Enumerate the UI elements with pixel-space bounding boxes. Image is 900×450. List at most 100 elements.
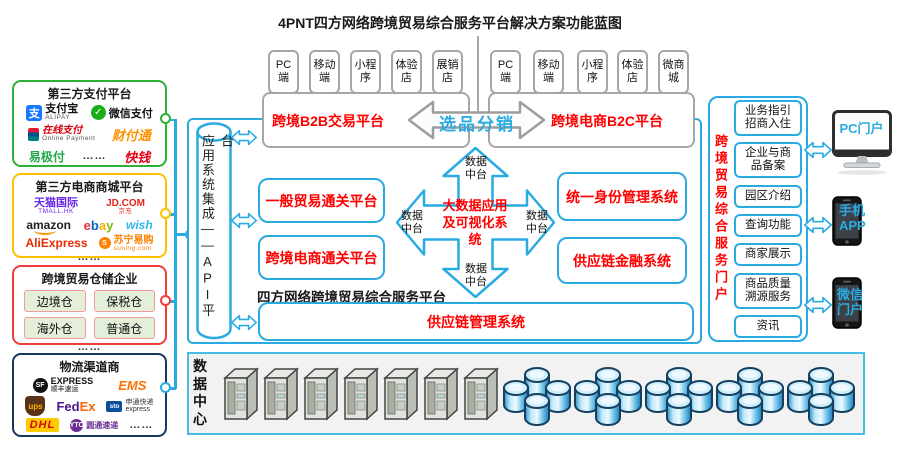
mobile-app-label: 手机APP [839,203,866,233]
general-trade-customs-box: 一般贸易通关平台 [258,178,385,223]
unified-identity-system-box: 统一身份管理系统 [557,172,687,221]
ellipsis: …… [129,419,154,432]
ecommerce-node-icon [160,208,171,219]
server-icon [264,368,298,420]
yto-logo: YTO 圆通速递 [69,418,119,432]
server-icon [384,368,418,420]
portal-item-enterprise-filing: 企业与商品备案 [734,142,802,179]
payment-node-icon [160,113,171,124]
double-arrow-icon [804,216,832,234]
b2c-platform-label: 跨境电商B2C平台 [551,113,664,129]
supplychain-management-system-box: 供应链管理系统 [258,302,694,341]
connector-stub [168,213,176,216]
database-cluster-icon [574,367,642,426]
database-cluster-icon [503,367,571,426]
platform-name-label: 四方网络跨境贸易综合服务平台 [257,290,446,305]
warehouse-node-icon [160,295,171,306]
tab-b2b-exhibition-store: 展销店 [432,50,463,94]
data-middle-platform-label: 数据中台 [465,263,487,288]
sf-icon: SF [32,378,48,394]
pc-monitor-icon [832,110,892,175]
portal-item-quality-trace: 商品质量溯源服务 [734,272,802,309]
tab-b2b-miniprogram: 小程序 [350,50,381,94]
kuaiqian-logo: 快钱 [124,149,151,165]
tenpay-logo: 财付通 [111,127,151,143]
double-arrow-icon [231,129,257,146]
dhl-logo: DHL [25,418,60,433]
tab-b2b-pc: PC端 [268,50,299,94]
server-icon [224,368,258,420]
connector-stub [168,300,176,303]
tab-b2c-experience-store: 体验店 [617,50,648,94]
supplychain-finance-system-box: 供应链金融系统 [557,237,687,284]
double-arrow-icon [804,296,832,314]
b2b-platform-label: 跨境B2B交易平台 [272,113,385,129]
partner-bus-line [174,119,177,389]
wechat-portal-label: 微信门户 [837,287,864,317]
b2c-platform-box [488,92,695,148]
yijifu-logo: 易极付 [28,149,65,164]
database-cluster-icon [645,367,713,426]
api-platform-label: 应用系统集成——API平台 [200,134,234,318]
mobile-app-phone-icon [832,196,862,246]
wish-logo: wish [125,218,153,233]
crossborder-ecommerce-customs-box: 跨境电商通关平台 [258,235,385,280]
tab-b2c-micro-mall: 微商城 [658,50,689,94]
wechatpay-logo: ✓ 微信支付 [90,105,153,121]
double-arrow-icon [231,212,257,229]
database-cluster-icon [787,367,855,426]
ebay-logo: ebay [83,217,114,233]
selection-distribution-arrow-icon [408,100,545,140]
fedex-logo: FedEx [56,398,96,414]
tmall-logo: 天猫国际 TMALL.HK [34,197,79,216]
tab-b2b-experience-store: 体验店 [391,50,422,94]
tab-b2b-mobile: 移动端 [309,50,340,94]
data-middle-platform-label: 数据中台 [401,210,423,235]
warehouse-item: 边境仓 [24,290,86,312]
database-cluster-icon [716,367,784,426]
data-hub-cross-icon [396,147,555,298]
ecommerce-platforms-panel: 第三方电商商城平台 天猫国际 TMALL.HK JD.COM 京东 amazon… [12,173,167,264]
wechat-portal-phone-icon [832,277,862,329]
ellipsis: …… [77,341,102,353]
server-icon [424,368,458,420]
selection-distribution-label: 选品分销 [439,115,515,134]
bus-to-platform-stub [176,233,190,236]
data-middle-platform-label: 数据中台 [465,156,487,181]
amazon-logo: amazon [26,218,71,236]
jd-logo: JD.COM 京东 [106,197,145,215]
portal-item-merchant-display: 商家展示 [734,243,802,267]
double-arrow-icon [231,314,257,331]
wechatpay-icon: ✓ [90,105,106,121]
yto-icon: YTO [70,418,84,432]
page-title: 4PNT四方网络跨境贸易综合服务平台解决方案功能蓝图 [278,15,622,31]
title-connector-line [477,36,479,148]
panel-title: 第三方支付平台 [47,87,132,101]
tab-b2c-pc: PC端 [490,50,521,94]
warehouse-item: 保税仓 [93,290,155,312]
connector-stub [168,118,176,121]
alipay-icon: 支 [26,104,43,121]
pc-portal-label: PC门户 [839,121,884,136]
warehouse-item: 海外仓 [24,317,86,339]
tab-b2c-miniprogram: 小程序 [577,50,608,94]
ups-logo: ups [25,396,46,417]
portal-title: 跨境贸易综合服务门户 [713,134,728,304]
logistics-node-icon [160,382,171,393]
api-cylinder-icon [196,122,232,340]
connector-stub [168,387,176,390]
unionpay-icon [28,127,40,141]
panel-title: 跨境贸易仓储企业 [41,272,138,286]
ellipsis: …… [77,251,102,264]
panel-title: 第三方电商商城平台 [35,180,144,194]
data-middle-platform-label: 数据中台 [526,210,548,235]
portal-item-park-intro: 园区介绍 [734,184,802,208]
server-icon [344,368,378,420]
